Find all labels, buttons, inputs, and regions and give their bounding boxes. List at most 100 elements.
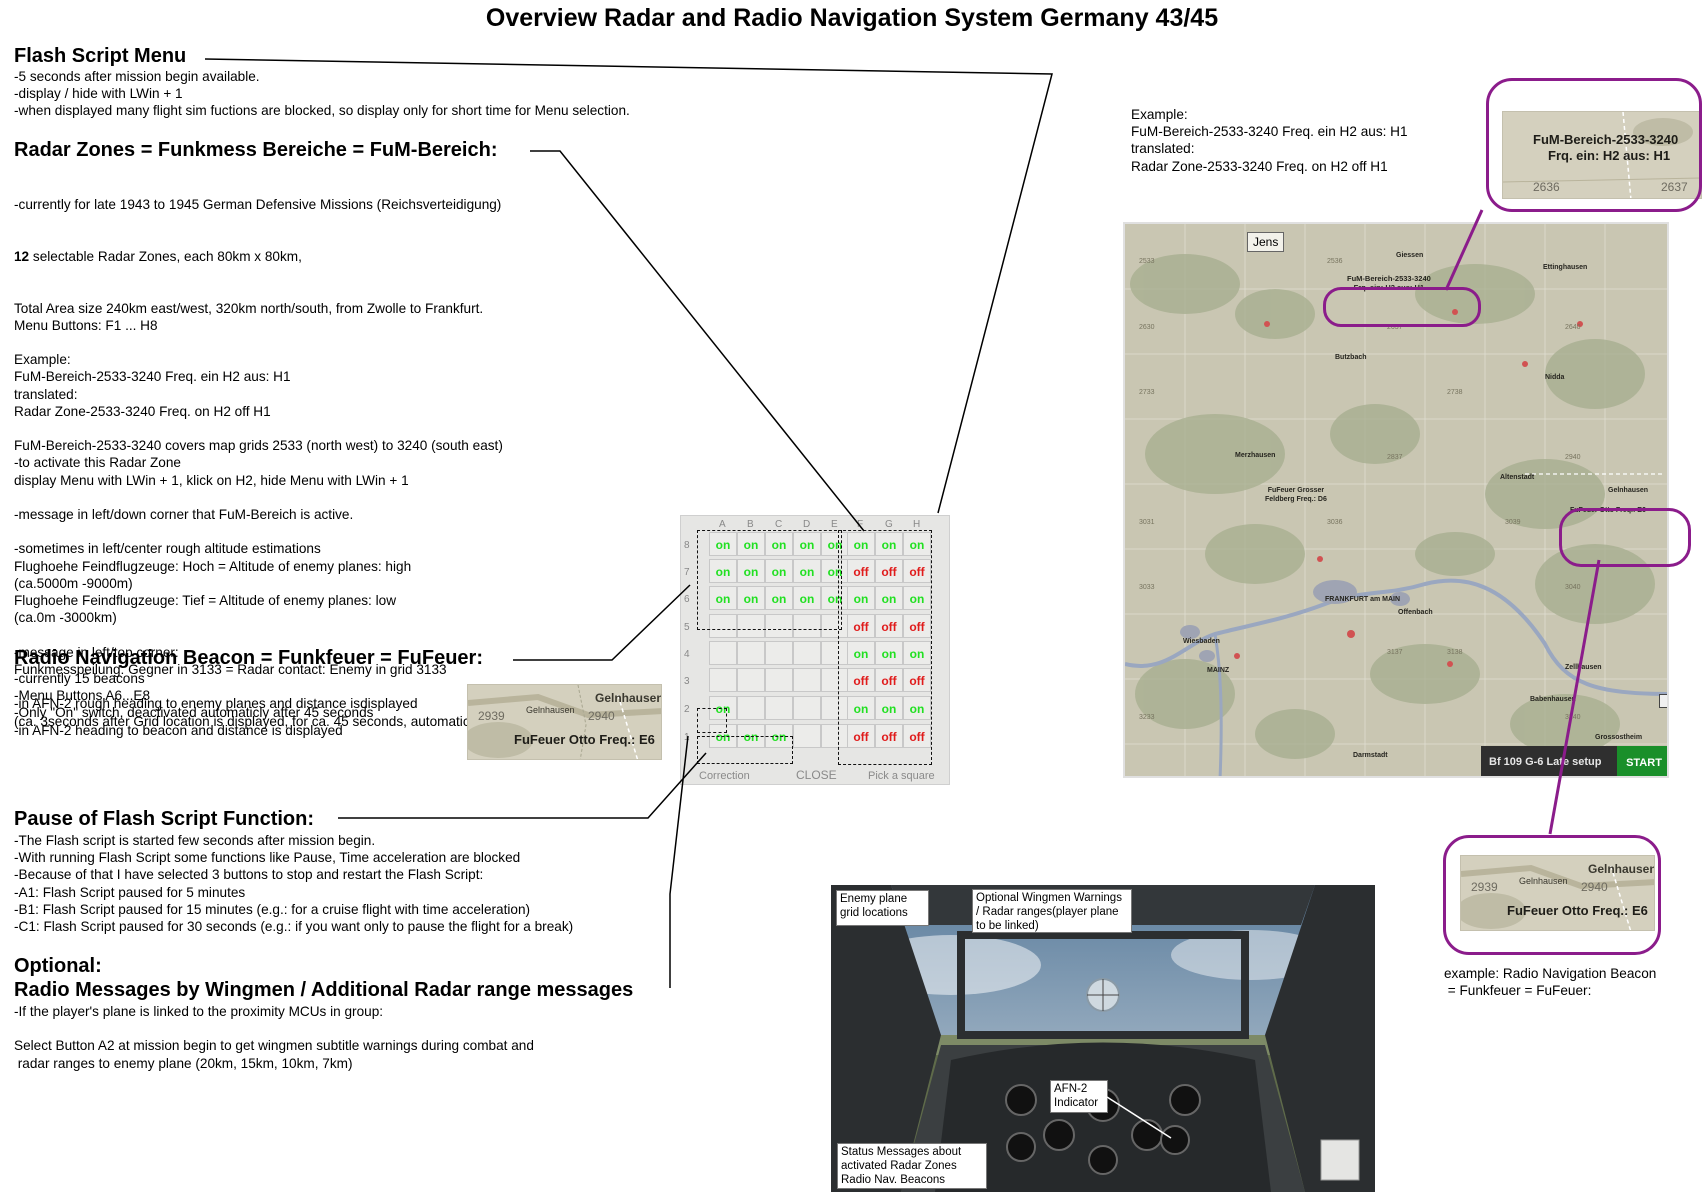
menu-correction-button[interactable]: Correction bbox=[699, 770, 750, 782]
menu-empty-cell[interactable] bbox=[709, 641, 737, 665]
note-enemy-grid: Enemy plane grid locations bbox=[836, 890, 929, 926]
menu-cell-button[interactable]: off bbox=[903, 668, 931, 692]
menu-cell-button[interactable]: off bbox=[847, 559, 875, 583]
menu-cell-button[interactable]: on bbox=[709, 559, 737, 583]
menu-cell-button[interactable]: off bbox=[903, 724, 931, 748]
radar-line-2-rest: selectable Radar Zones, each 80km x 80km… bbox=[29, 249, 302, 265]
menu-cell-button[interactable]: on bbox=[709, 532, 737, 556]
menu-cell-button[interactable]: off bbox=[875, 614, 903, 638]
menu-empty-cell[interactable] bbox=[821, 641, 849, 665]
flash-heading: Flash Script Menu bbox=[14, 45, 187, 67]
menu-empty-cell[interactable] bbox=[765, 696, 793, 720]
dashed-box-a2 bbox=[697, 708, 727, 733]
menu-empty-cell[interactable] bbox=[737, 614, 765, 638]
text-line: Funkmesspeilung: Gegner in 3133 = Radar … bbox=[14, 661, 447, 677]
menu-cell-button[interactable]: off bbox=[903, 559, 931, 583]
text-line: -Because of that I have selected 3 butto… bbox=[14, 867, 484, 883]
example-chip-grid-right: 2940 bbox=[1581, 880, 1608, 894]
menu-cell-button[interactable]: on bbox=[903, 532, 931, 556]
radar-map-chip: FuM-Bereich-2533-3240 Frq. ein: H2 aus: … bbox=[1502, 111, 1702, 199]
map-zoom-icon[interactable] bbox=[1659, 694, 1667, 708]
menu-empty-cell[interactable] bbox=[737, 696, 765, 720]
map-grid-number: 3137 bbox=[1387, 649, 1403, 656]
menu-cell-button[interactable]: on bbox=[847, 586, 875, 610]
menu-empty-cell[interactable] bbox=[709, 668, 737, 692]
map-background bbox=[1125, 224, 1667, 776]
map-town: MAINZ bbox=[1207, 667, 1230, 674]
menu-cell-button[interactable]: off bbox=[875, 668, 903, 692]
menu-empty-cell[interactable] bbox=[765, 668, 793, 692]
menu-empty-cell[interactable] bbox=[821, 696, 849, 720]
menu-cell-button[interactable]: off bbox=[847, 724, 875, 748]
menu-cell-button[interactable]: on bbox=[903, 586, 931, 610]
menu-pick-square-hint: Pick a square bbox=[868, 770, 935, 782]
player-marker-label[interactable]: Jens bbox=[1247, 232, 1285, 252]
menu-cell-button[interactable]: on bbox=[793, 559, 821, 583]
beacon-example-chip: 2939 2940 Gelnhausen Gelnhausen FuFeuer … bbox=[1460, 855, 1655, 931]
beacon-heading: Radio Navigation Beacon = Funkfeuer = Fu… bbox=[14, 647, 483, 669]
menu-cell-button[interactable]: off bbox=[875, 559, 903, 583]
text-line: = Funkfeuer = FuFeuer: bbox=[1444, 983, 1592, 999]
text-line: -in AFN-2 rough heading to enemy planes … bbox=[14, 696, 418, 712]
menu-cell-button[interactable]: on bbox=[765, 559, 793, 583]
text-line: FuM-Bereich-2533-3240 covers map grids 2… bbox=[14, 438, 503, 454]
menu-cell-button[interactable]: on bbox=[875, 696, 903, 720]
pause-text: -The Flash script is started few seconds… bbox=[14, 832, 573, 935]
map-grid-number: 2940 bbox=[1565, 454, 1581, 461]
menu-cell-button[interactable]: on bbox=[793, 532, 821, 556]
map-grid-number: 2533 bbox=[1139, 258, 1155, 265]
map-otto-city: Gelnhausen bbox=[1608, 487, 1649, 494]
menu-cell-button[interactable]: on bbox=[875, 532, 903, 556]
menu-empty-cell[interactable] bbox=[709, 614, 737, 638]
map-grid-number: 2637 bbox=[1387, 324, 1403, 331]
map-grid-number: 3138 bbox=[1447, 649, 1463, 656]
menu-cell-button[interactable]: off bbox=[903, 614, 931, 638]
menu-empty-cell[interactable] bbox=[793, 668, 821, 692]
map-grid-number: 3039 bbox=[1505, 519, 1521, 526]
menu-empty-cell[interactable] bbox=[765, 614, 793, 638]
menu-empty-cell[interactable] bbox=[793, 724, 821, 748]
text-line: -sometimes in left/center rough altitude… bbox=[14, 541, 321, 557]
menu-row-header: 5 bbox=[684, 622, 690, 633]
menu-empty-cell[interactable] bbox=[793, 641, 821, 665]
menu-cell-button[interactable]: on bbox=[847, 696, 875, 720]
example-chip-road: Gelnhausen bbox=[1519, 876, 1568, 886]
menu-empty-cell[interactable] bbox=[765, 641, 793, 665]
menu-empty-cell[interactable] bbox=[737, 641, 765, 665]
start-button[interactable]: START bbox=[1617, 746, 1667, 776]
menu-cell-button[interactable]: on bbox=[903, 641, 931, 665]
radar-line-1: -currently for late 1943 to 1945 German … bbox=[14, 197, 502, 213]
text-line: Example: bbox=[1131, 107, 1188, 122]
menu-cell-button[interactable]: on bbox=[847, 532, 875, 556]
menu-empty-cell[interactable] bbox=[821, 724, 849, 748]
menu-empty-cell[interactable] bbox=[793, 696, 821, 720]
menu-cell-button[interactable]: on bbox=[765, 532, 793, 556]
plane-setup-label[interactable]: Bf 109 G-6 Late setup bbox=[1489, 756, 1602, 768]
menu-cell-button[interactable]: on bbox=[875, 641, 903, 665]
menu-cell-button[interactable]: on bbox=[903, 696, 931, 720]
menu-cell-button[interactable]: on bbox=[821, 532, 849, 556]
menu-cell-button[interactable]: on bbox=[737, 586, 765, 610]
menu-cell-button[interactable]: on bbox=[875, 586, 903, 610]
menu-cell-button[interactable]: off bbox=[847, 668, 875, 692]
menu-close-button[interactable]: CLOSE bbox=[796, 768, 837, 782]
menu-cell-button[interactable]: on bbox=[737, 532, 765, 556]
connector-radar bbox=[530, 150, 865, 532]
text-line: (ca.5000m -9000m) bbox=[14, 575, 133, 591]
map-grid-number: 3033 bbox=[1139, 584, 1155, 591]
chip-beacon-label: FuFeuer Otto Freq.: E6 bbox=[514, 732, 655, 747]
menu-cell-button[interactable]: on bbox=[765, 586, 793, 610]
menu-cell-button[interactable]: on bbox=[847, 641, 875, 665]
menu-empty-cell[interactable] bbox=[793, 614, 821, 638]
text-line: -5 seconds after mission begin available… bbox=[14, 69, 260, 84]
example-chip-background bbox=[1461, 864, 1654, 930]
radar-chip-line1: FuM-Bereich-2533-3240 bbox=[1533, 132, 1679, 147]
menu-cell-button[interactable]: on bbox=[793, 586, 821, 610]
menu-cell-button[interactable]: off bbox=[847, 614, 875, 638]
menu-cell-button[interactable]: on bbox=[709, 586, 737, 610]
menu-cell-button[interactable]: off bbox=[875, 724, 903, 748]
menu-empty-cell[interactable] bbox=[737, 668, 765, 692]
menu-cell-button[interactable]: on bbox=[737, 559, 765, 583]
radar-chip-line2: Frq. ein: H2 aus: H1 bbox=[1548, 148, 1671, 163]
